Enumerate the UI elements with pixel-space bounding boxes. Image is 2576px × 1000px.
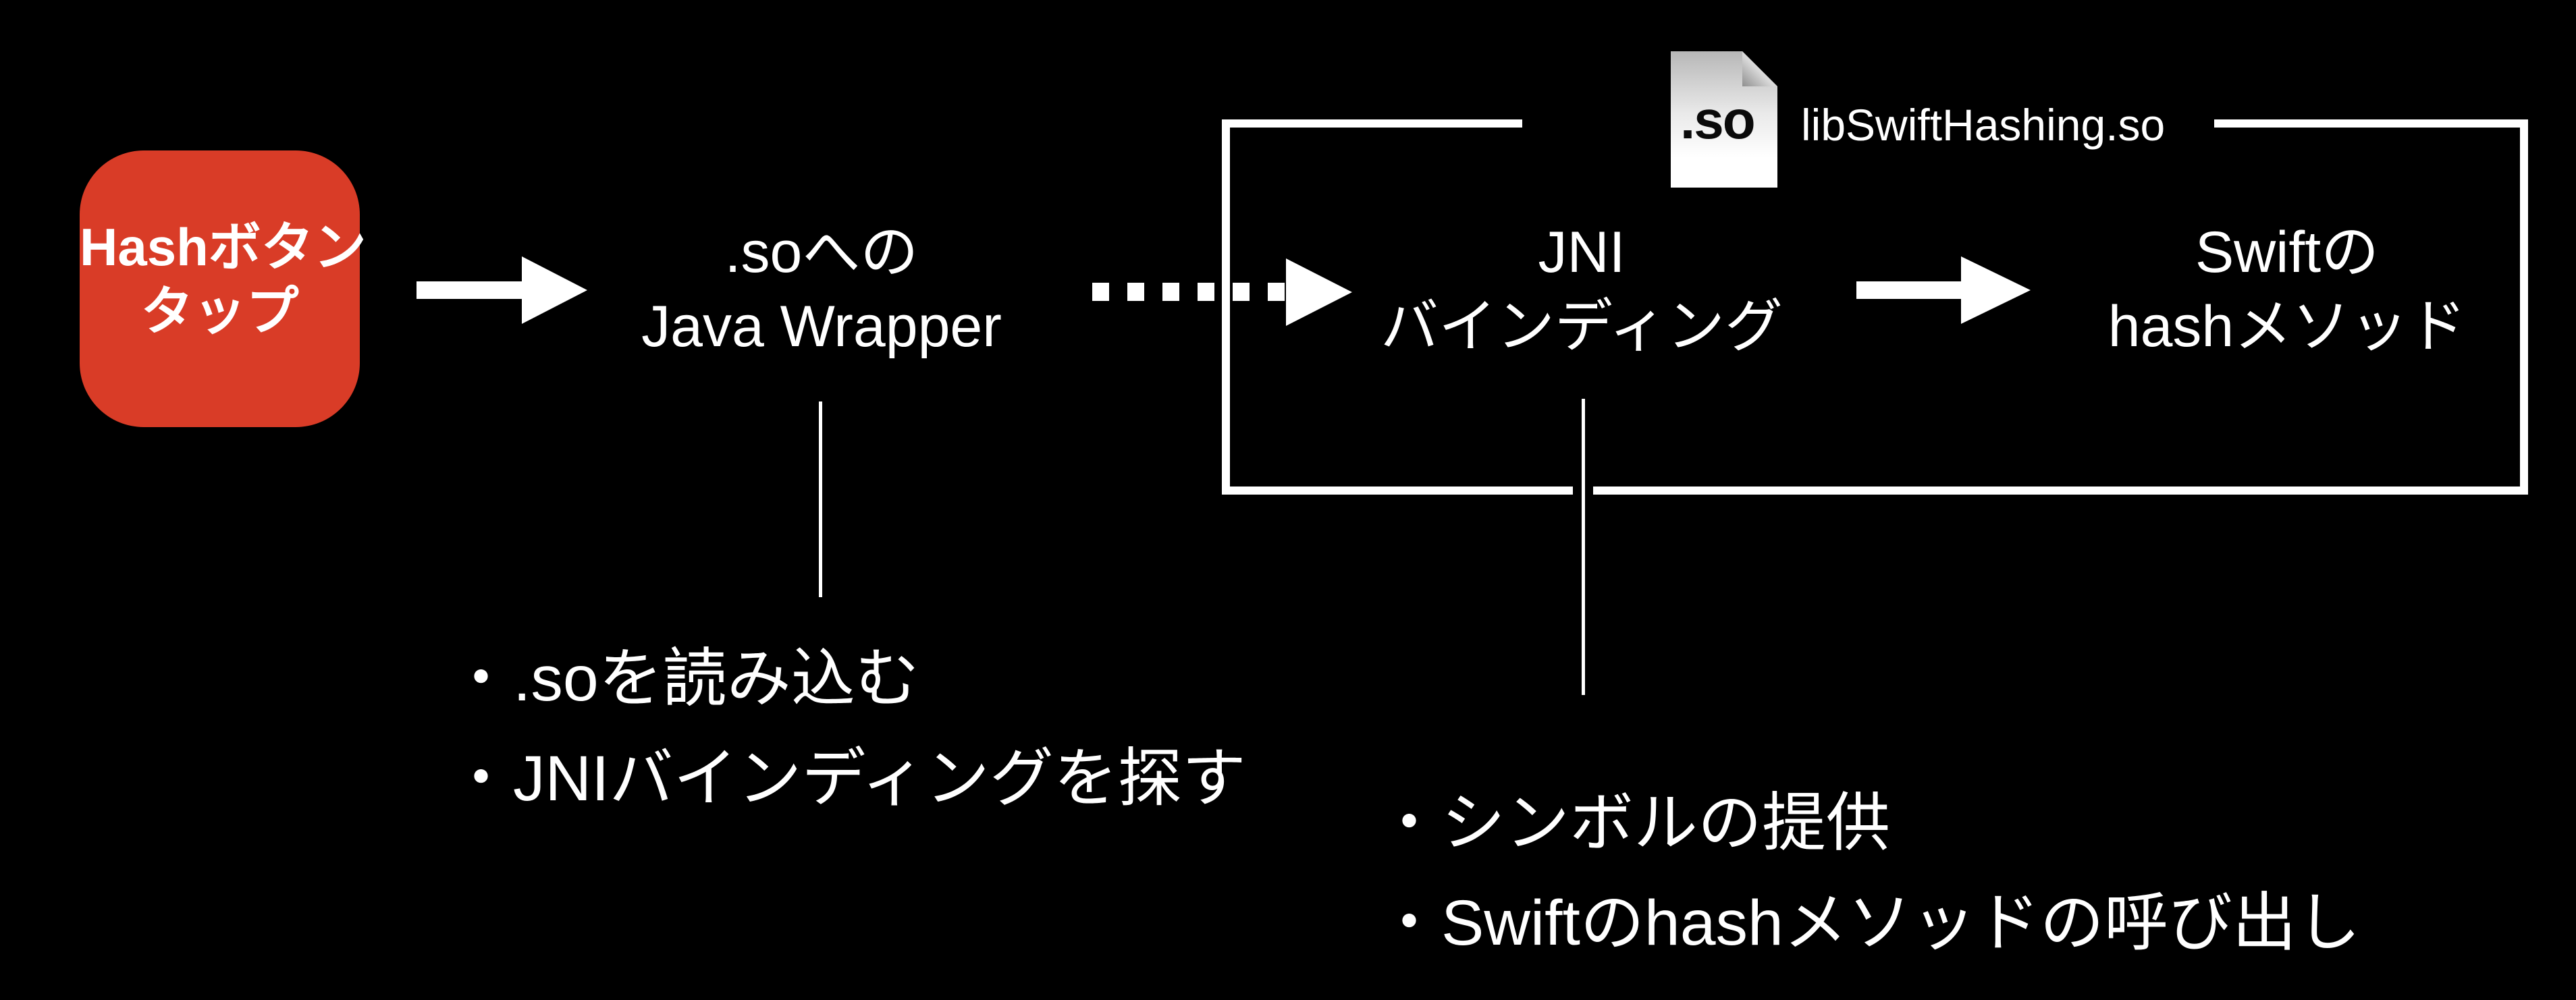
- list-item-text: シンボルの提供: [1441, 787, 1891, 859]
- node-hash-button-line1: Hashボタン: [80, 217, 367, 277]
- jni-binding-notes-list: ・シンボルの提供 ・Swiftのhashメソッドの呼び出し: [1377, 773, 2361, 973]
- list-item: ・シンボルの提供: [1377, 773, 2361, 873]
- node-jni-binding-line1: JNI: [1538, 220, 1626, 285]
- arrow-head: [522, 256, 587, 324]
- dash: [1198, 283, 1214, 301]
- list-item: ・Swiftのhashメソッドの呼び出し: [1377, 873, 2361, 973]
- node-java-wrapper-line1: .soへの: [724, 220, 919, 285]
- node-jni-binding: JNI バインディング: [1380, 215, 1783, 364]
- node-java-wrapper-line2: Java Wrapper: [641, 294, 1002, 359]
- library-box-border-left: [1222, 119, 1230, 495]
- library-box-border-right: [2520, 119, 2528, 495]
- bullet-dot: ・: [449, 743, 514, 814]
- bullet-dot: ・: [1377, 787, 1442, 859]
- list-item: ・.soを読み込む: [449, 629, 1246, 729]
- node-hash-button: Hashボタン タップ: [80, 150, 367, 427]
- connector-line-jni-binding: [1582, 399, 1585, 695]
- list-item-text: Swiftのhashメソッドの呼び出し: [1441, 887, 2361, 959]
- arrow-head: [1961, 256, 2031, 324]
- so-file-ext-label: .so: [1680, 90, 1756, 150]
- dash: [1092, 283, 1109, 301]
- dashed-arrow-head: [1286, 258, 1352, 326]
- node-swift-hash-line1: Swiftの: [2195, 220, 2380, 285]
- list-item-text: .soを読み込む: [513, 643, 919, 715]
- java-wrapper-notes-list: ・.soを読み込む ・JNIバインディングを探す: [449, 629, 1246, 829]
- list-item: ・JNIバインディングを探す: [449, 729, 1246, 829]
- node-java-wrapper: .soへの Java Wrapper: [641, 215, 1002, 364]
- library-box-border-bottom-left: [1222, 487, 1573, 495]
- library-name-label: libSwiftHashing.so: [1801, 100, 2166, 150]
- arrow-shaft: [417, 281, 522, 299]
- dash: [1233, 283, 1250, 301]
- arrow-shaft: [1856, 281, 1961, 299]
- node-hash-button-label: Hashボタン タップ: [80, 215, 367, 343]
- node-jni-binding-line2: バインディング: [1380, 294, 1783, 359]
- dash: [1127, 283, 1144, 301]
- so-file-fold-corner: [1742, 51, 1777, 86]
- bullet-dot: ・: [1377, 887, 1442, 959]
- dash: [1162, 283, 1179, 301]
- list-item-text: JNIバインディングを探す: [513, 743, 1246, 814]
- bullet-dot: ・: [449, 643, 514, 715]
- so-file-icon: .so: [1671, 51, 1777, 188]
- dashed-arrow-dashes: [1092, 283, 1285, 301]
- node-swift-hash-line2: hashメソッド: [2108, 294, 2467, 359]
- node-hash-button-line2: タップ: [140, 281, 299, 341]
- library-box-border-bottom-right: [1593, 487, 2528, 495]
- node-swift-hash: Swiftの hashメソッド: [2108, 215, 2467, 364]
- library-box-border-top-right: [2214, 119, 2528, 128]
- connector-line-java-wrapper: [819, 401, 822, 597]
- library-box-border-top-left: [1222, 119, 1522, 128]
- dash: [1268, 283, 1285, 301]
